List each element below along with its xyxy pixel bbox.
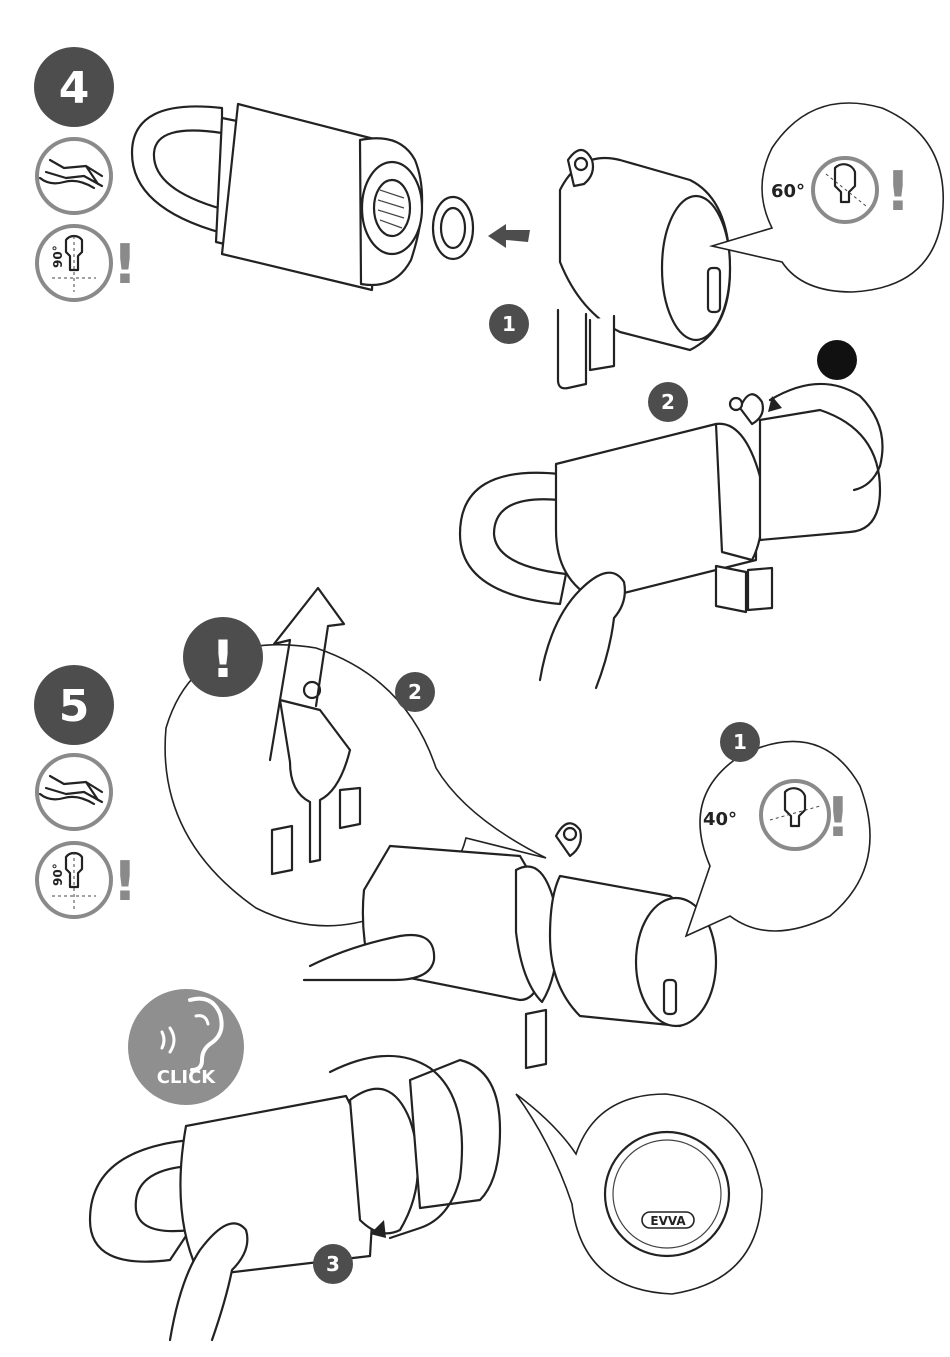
svg-text:3: 3 [326, 1252, 340, 1276]
step4-side-angle: 90° [51, 245, 65, 268]
callout-60-label: 60° [771, 181, 805, 202]
insert-arrow [488, 224, 530, 248]
step5-cam-90-icon: 90° [37, 843, 111, 917]
step5-badge: 5 [34, 665, 114, 745]
substep-badge-2b: 2 [395, 672, 435, 712]
cylinder-step4 [558, 150, 730, 388]
substep-badge-2a: 2 [648, 382, 688, 422]
step5-side-angle: 90° [51, 863, 65, 886]
click-label: CLICK [157, 1067, 217, 1088]
svg-text:2: 2 [661, 390, 675, 414]
step5-cable-icon [37, 755, 111, 829]
evva-logo: EVVA [650, 1214, 686, 1228]
step4-number: 4 [59, 63, 90, 114]
step4-cable-icon [37, 139, 111, 213]
svg-text:1: 1 [502, 312, 516, 336]
washer [433, 197, 473, 259]
substep-badge-3: 3 [313, 1244, 353, 1284]
substep-badge-1a: 1 [489, 304, 529, 344]
step4-badge: 4 [34, 47, 114, 127]
black-dot [817, 340, 857, 380]
padlock-final [90, 1056, 500, 1340]
step5-number: 5 [59, 681, 90, 732]
callout-40-warning: ! [826, 786, 851, 849]
step5-warning: ! [113, 850, 138, 913]
svg-text:2: 2 [408, 680, 422, 704]
step4-cam-90-icon: 90° [37, 226, 111, 300]
callout-40: 40° ! [686, 741, 870, 936]
substep-badge-1b: 1 [720, 722, 760, 762]
step4-warning: ! [113, 233, 138, 296]
callout-60-warning: ! [886, 160, 911, 223]
click-sound-icon: CLICK [128, 989, 244, 1105]
callout-40-label: 40° [703, 809, 737, 830]
svg-text:1: 1 [733, 730, 747, 754]
padlock-step4 [132, 104, 422, 290]
svg-text:!: ! [211, 630, 235, 690]
evva-callout: EVVA [516, 1094, 762, 1294]
padlock-assembled-step4 [460, 384, 883, 688]
big-warning-badge: ! [183, 617, 263, 697]
callout-60: 60° ! [712, 103, 943, 292]
